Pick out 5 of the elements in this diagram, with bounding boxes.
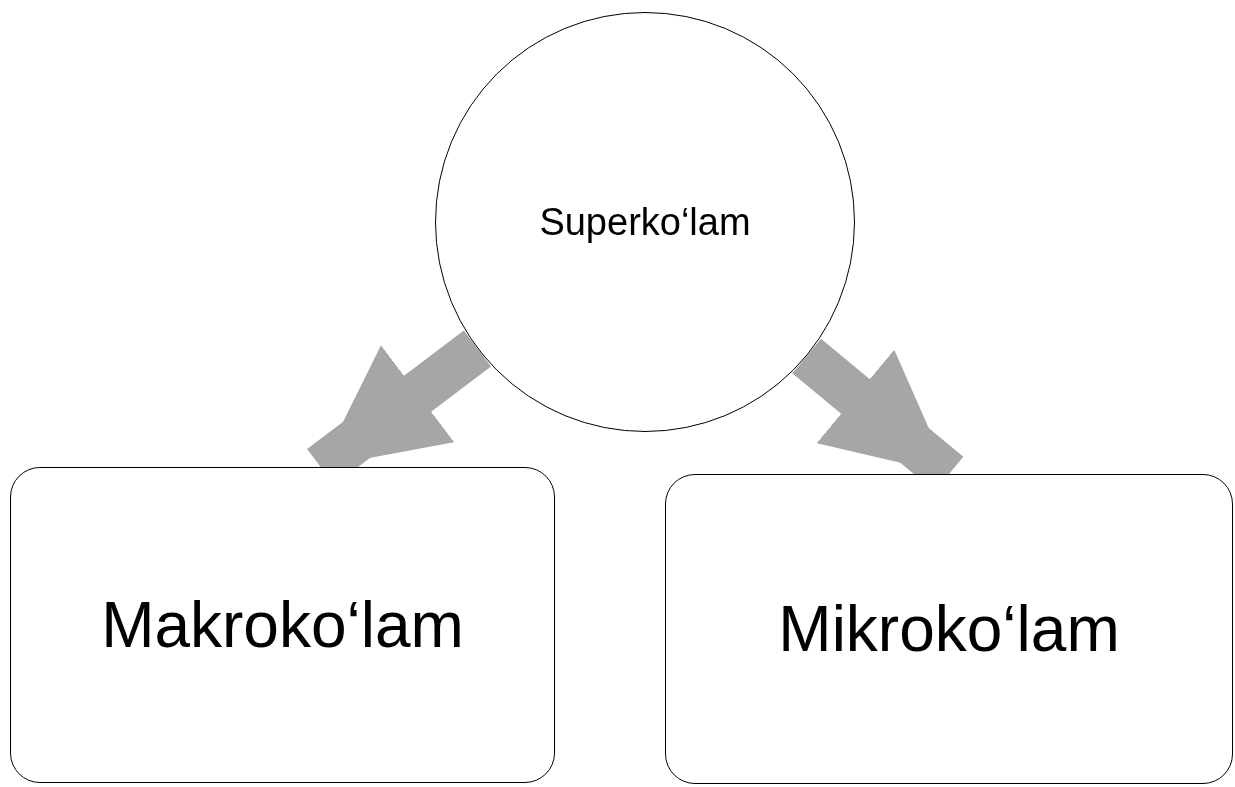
node-label: Mikroko‘lam: [778, 592, 1120, 666]
node-label: Superko‘lam: [539, 200, 751, 244]
rounded-box: [10, 467, 555, 783]
node-label: Makroko‘lam: [101, 588, 464, 662]
rounded-box: [665, 474, 1233, 784]
